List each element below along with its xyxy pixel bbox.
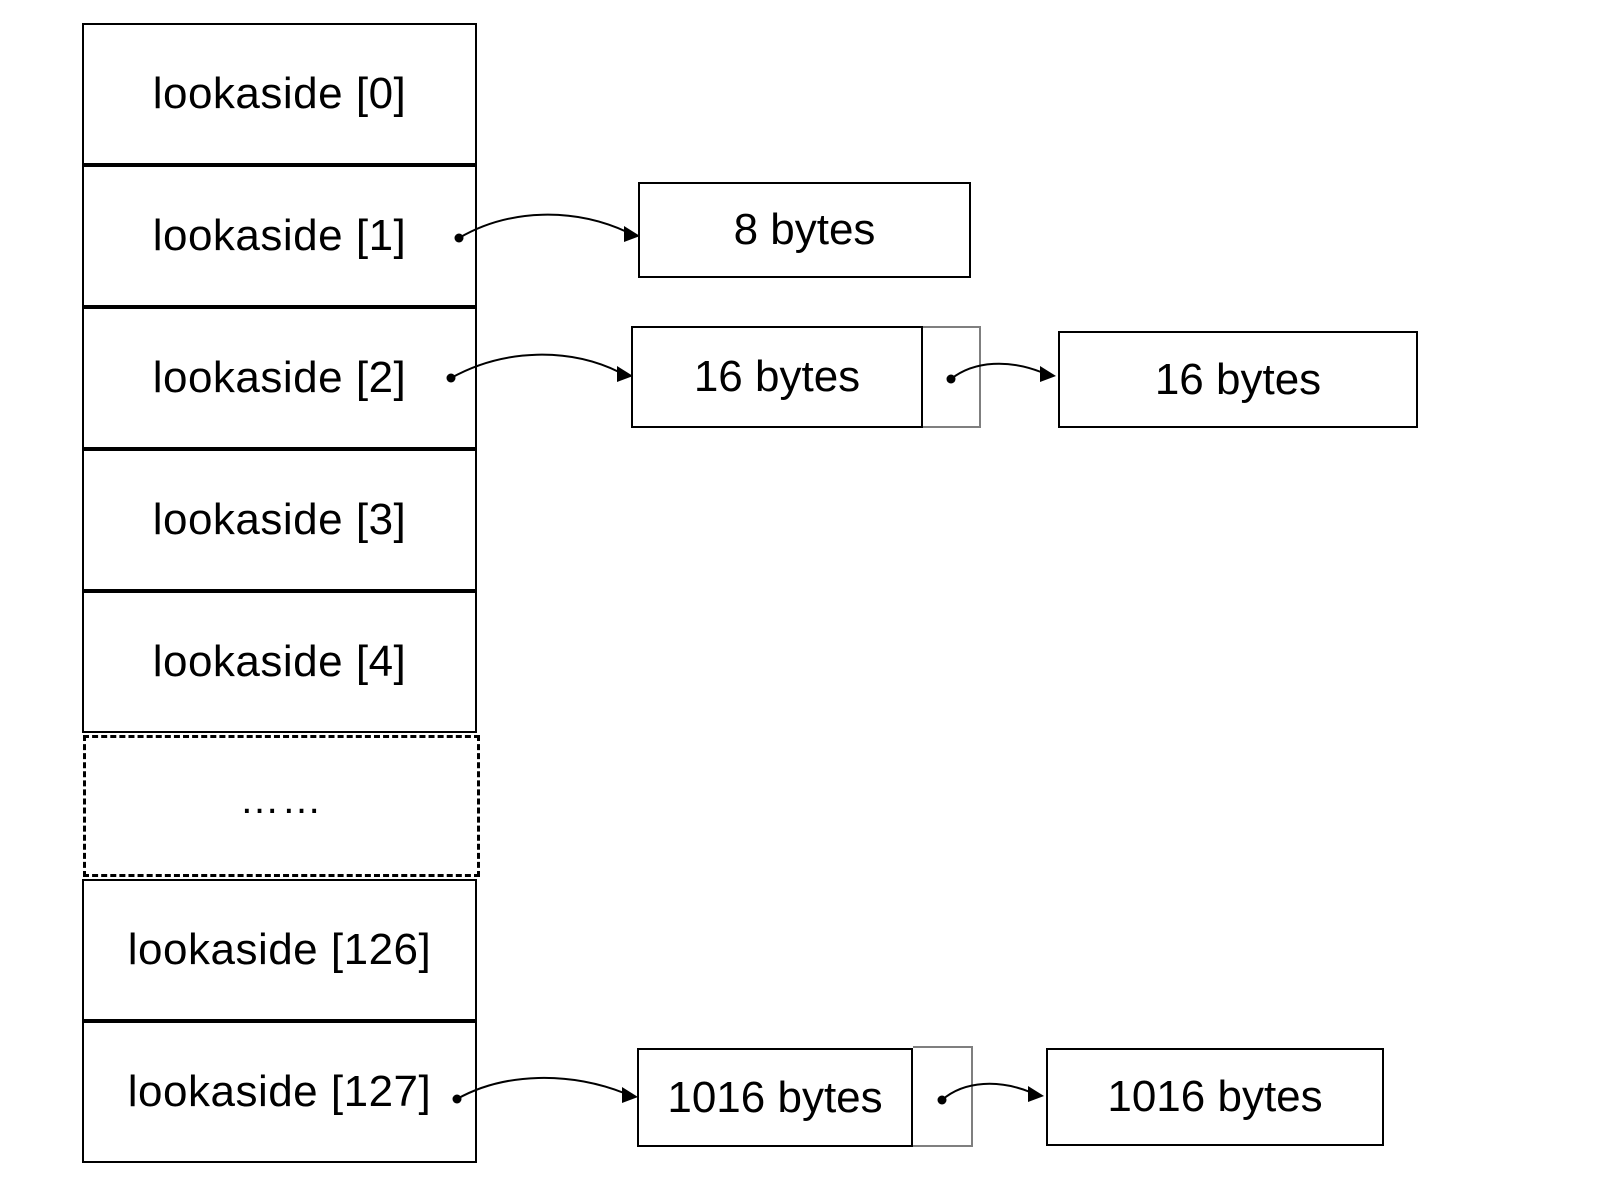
lookaside-cell-3: lookaside [3] xyxy=(82,449,477,591)
arrow-lookaside-127 xyxy=(452,1077,638,1104)
lookaside-ellipsis-cell: …… xyxy=(83,735,480,877)
arrow-lookaside-1 xyxy=(454,213,640,243)
lookaside-cell-0: lookaside [0] xyxy=(82,23,477,165)
lookaside-cell-4: lookaside [4] xyxy=(82,591,477,733)
lookaside-cell-2: lookaside [2] xyxy=(82,307,477,449)
block-16-bytes-second: 16 bytes xyxy=(1058,331,1418,428)
lookaside-cell-126: lookaside [126] xyxy=(82,879,477,1021)
lookaside-cell-1: lookaside [1] xyxy=(82,165,477,307)
lookaside-cell-127: lookaside [127] xyxy=(82,1021,477,1163)
next-pointer-slot-1016 xyxy=(913,1046,973,1147)
block-1016-bytes-second: 1016 bytes xyxy=(1046,1048,1384,1146)
next-pointer-slot-16 xyxy=(923,326,981,428)
block-8-bytes: 8 bytes xyxy=(638,182,971,278)
block-1016-bytes-first: 1016 bytes xyxy=(637,1048,913,1147)
block-16-bytes-first: 16 bytes xyxy=(631,326,923,428)
